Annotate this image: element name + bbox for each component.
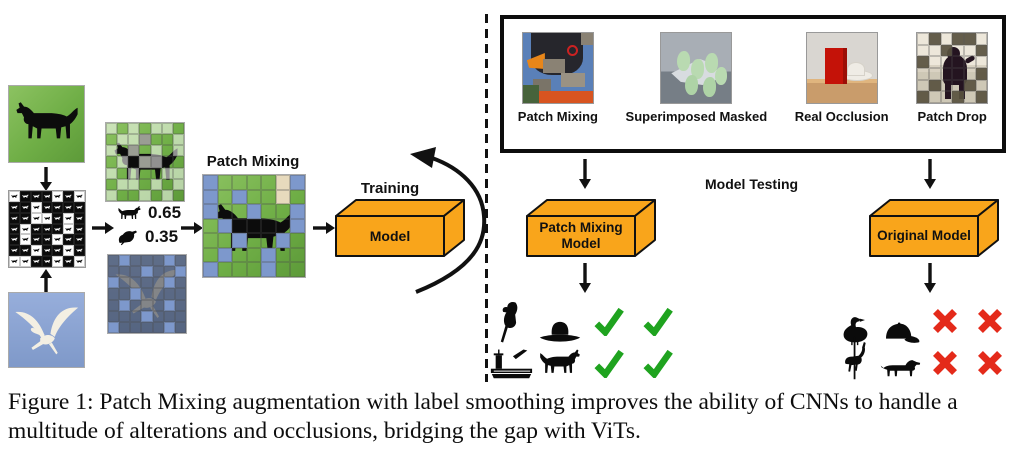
real-occlusion-test-image	[805, 32, 878, 104]
arrow-down-icon	[40, 167, 52, 191]
patch-mixing-model-label-line1: Patch Mixing	[539, 220, 623, 236]
dog-patch-grid-image	[105, 122, 185, 202]
dog-weight-value: 0.65	[148, 203, 182, 222]
arrow-down-icon	[579, 263, 591, 293]
green-check-icon	[594, 306, 624, 336]
bird-photo	[8, 292, 85, 368]
dachshund-icon	[878, 355, 922, 380]
superimposed-masked-test-image	[660, 32, 733, 104]
green-patch-overlay	[106, 123, 184, 201]
patch-mask-grid	[8, 190, 86, 268]
arrow-right-icon	[313, 222, 335, 234]
test-item-patch-mixing: Patch Mixing	[518, 32, 598, 124]
original-model-label: Original Model	[877, 228, 971, 244]
model-box-label: Model	[369, 227, 411, 244]
arrow-down-icon	[924, 159, 936, 189]
arrow-right-icon	[92, 222, 114, 234]
test-item-patch-drop: Patch Drop	[916, 32, 989, 124]
incorrect-predictions	[832, 296, 1012, 380]
dog-icon	[537, 346, 583, 380]
green-check-icon	[643, 306, 673, 336]
patch-mixing-title: Patch Mixing	[206, 153, 300, 170]
egret-silhouette-icon	[11, 301, 84, 361]
cowboy-hat-icon	[538, 318, 582, 346]
patch-mixing-model-label-line2: Model	[561, 236, 601, 251]
test-item-superimposed-masked: Superimposed Masked	[625, 32, 768, 124]
test-label: Patch Drop	[917, 109, 987, 124]
mixed-patch-overlay	[203, 175, 305, 277]
red-cross-icon	[932, 350, 958, 376]
dog-silhouette-icon	[116, 204, 143, 223]
red-cross-icon	[932, 308, 958, 334]
green-check-icon	[594, 348, 624, 378]
red-cross-icon	[977, 350, 1003, 376]
arrow-down-icon	[579, 159, 591, 189]
arrow-up-icon	[40, 269, 52, 293]
blue-patch-overlay	[108, 255, 186, 333]
patch-drop-test-image	[916, 32, 989, 104]
label-weights: 0.65 0.35	[116, 203, 188, 247]
arrow-right-icon	[181, 222, 203, 234]
carousel-horse-icon	[839, 336, 871, 380]
dog-photo	[8, 85, 85, 163]
model-box: Model	[332, 196, 470, 260]
bird-patch-grid-image	[107, 254, 187, 334]
patch-mixing-model-box: Patch Mixing Model	[523, 196, 661, 260]
model-testing-label: Model Testing	[705, 176, 799, 192]
figure-caption: Figure 1: Patch Mixing augmentation with…	[8, 389, 958, 445]
test-item-real-occlusion: Real Occlusion	[795, 32, 889, 124]
red-cross-icon	[977, 308, 1003, 334]
patch-drop-overlay	[917, 33, 988, 103]
baseball-cap-icon	[879, 319, 921, 346]
crow-silhouette-icon	[116, 228, 140, 246]
aircraft-carrier-icon	[488, 344, 534, 380]
curved-arrow-icon	[410, 147, 487, 294]
arrow-down-icon	[924, 263, 936, 293]
test-label: Superimposed Masked	[625, 109, 768, 124]
training-label: Training	[360, 180, 420, 197]
dashed-divider	[485, 14, 488, 382]
test-label: Patch Mixing	[517, 109, 598, 124]
green-check-icon	[643, 348, 673, 378]
correct-predictions	[486, 296, 682, 380]
patch-mixing-test-image	[521, 32, 594, 104]
test-label: Real Occlusion	[794, 109, 889, 124]
bird-weight-value: 0.35	[145, 227, 179, 246]
original-model-box: Original Model	[866, 196, 1004, 260]
dog-silhouette-icon	[12, 96, 82, 150]
patch-mixed-image	[202, 174, 306, 278]
occlusion-test-box: Patch Mixing Superimposed Masked Real O	[500, 15, 1006, 153]
parrot-icon	[498, 300, 524, 346]
